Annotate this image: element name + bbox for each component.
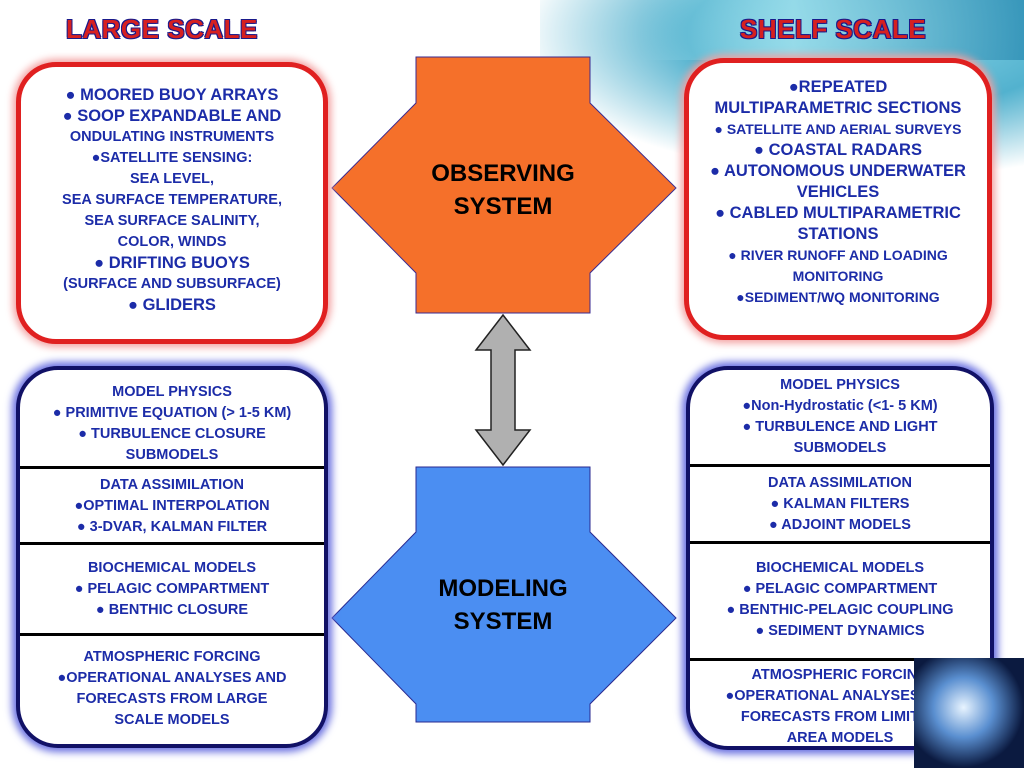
shelf-mod-physics-line: ● TURBULENCE AND LIGHT	[742, 419, 938, 435]
large-obs-item: ● DRIFTING BUOYS	[94, 254, 250, 272]
observing-label-line2: SYSTEM	[453, 193, 553, 220]
shelf-mod-atm-line: AREA MODELS	[786, 730, 894, 746]
large-scale-observing-box: ● MOORED BUOY ARRAYS ● SOOP EXPANDABLE A…	[16, 62, 328, 344]
shelf-data-assimilation: DATA ASSIMILATION ● KALMAN FILTERS ● ADJ…	[690, 473, 990, 536]
large-biochemical-models: BIOCHEMICAL MODELS ● PELAGIC COMPARTMENT…	[20, 558, 324, 621]
large-mod-assim-line: ●OPTIMAL INTERPOLATION	[74, 498, 270, 514]
modeling-label-line2: SYSTEM	[453, 608, 553, 635]
shelf-mod-assim-line: DATA ASSIMILATION	[768, 475, 912, 491]
corner-logo	[914, 658, 1024, 768]
shelf-mod-atm-line: ●OPERATIONAL ANALYSES AND	[725, 688, 955, 704]
shelf-obs-item: MONITORING	[792, 268, 884, 284]
shelf-mod-assim-line: ● ADJOINT MODELS	[769, 517, 911, 533]
large-obs-item: ONDULATING INSTRUMENTS	[69, 129, 275, 145]
observing-system-arrow	[331, 56, 677, 314]
shelf-obs-item: ● COASTAL RADARS	[754, 141, 922, 159]
large-obs-item: ● GLIDERS	[128, 296, 216, 314]
heading-shelf-scale: SHELF SCALE	[740, 14, 927, 44]
heading-large-scale: LARGE SCALE	[66, 14, 258, 44]
shelf-atmospheric-forcing: ATMOSPHERIC FORCING ●OPERATIONAL ANALYSE…	[690, 665, 990, 746]
shelf-scale-observing-box: ●REPEATED MULTIPARAMETRIC SECTIONS ● SAT…	[684, 58, 992, 340]
shelf-model-physics: MODEL PHYSICS ●Non-Hydrostatic (<1- 5 KM…	[690, 375, 990, 459]
large-obs-item: SEA LEVEL,	[129, 171, 215, 187]
large-mod-atm-line: SCALE MODELS	[114, 712, 230, 728]
section-divider	[20, 633, 324, 636]
large-mod-bio-line: ● PELAGIC COMPARTMENT	[74, 581, 270, 597]
shelf-mod-bio-line: BIOCHEMICAL MODELS	[755, 560, 925, 576]
large-obs-item: ● SOOP EXPANDABLE AND	[62, 107, 282, 125]
large-mod-physics-line: ● TURBULENCE CLOSURE	[78, 426, 266, 442]
ocean-wave-highlight	[640, 0, 1024, 60]
shelf-mod-physics-line: SUBMODELS	[793, 440, 887, 456]
large-mod-assim-line: ● 3-DVAR, KALMAN FILTER	[76, 519, 268, 535]
shelf-obs-item: STATIONS	[797, 225, 879, 243]
large-mod-atm-line: ●OPERATIONAL ANALYSES AND	[57, 670, 287, 686]
shelf-obs-item: ● AUTONOMOUS UNDERWATER	[710, 162, 966, 180]
large-mod-physics-line: ● PRIMITIVE EQUATION (> 1-5 KM)	[52, 405, 292, 421]
observing-modeling-link-arrow	[474, 313, 532, 467]
observing-system-label: OBSERVING SYSTEM	[416, 150, 590, 230]
shelf-mod-physics-line: MODEL PHYSICS	[780, 377, 900, 393]
modeling-system-label: MODELING SYSTEM	[416, 565, 590, 645]
large-mod-assim-line: DATA ASSIMILATION	[100, 477, 244, 493]
large-mod-bio-line: ● BENTHIC CLOSURE	[95, 602, 249, 618]
large-data-assimilation: DATA ASSIMILATION ●OPTIMAL INTERPOLATION…	[20, 475, 324, 538]
large-obs-item: SEA SURFACE TEMPERATURE,	[62, 192, 282, 208]
large-obs-item: COLOR, WINDS	[117, 234, 227, 250]
shelf-mod-bio-line: ● PELAGIC COMPARTMENT	[742, 581, 938, 597]
shelf-obs-item: ● CABLED MULTIPARAMETRIC	[715, 204, 961, 222]
shelf-obs-item: ●SEDIMENT/WQ MONITORING	[736, 289, 940, 305]
modeling-system-arrow	[331, 466, 677, 723]
observing-label-line1: OBSERVING	[431, 160, 575, 187]
large-obs-item: ●SATELLITE SENSING:	[91, 150, 253, 166]
section-divider	[690, 658, 990, 661]
shelf-obs-item: ● SATELLITE AND AERIAL SURVEYS	[714, 121, 962, 137]
large-mod-atm-line: ATMOSPHERIC FORCING	[83, 649, 261, 665]
shelf-mod-bio-line: ● SEDIMENT DYNAMICS	[755, 623, 925, 639]
large-mod-physics-line: SUBMODELS	[125, 447, 219, 463]
section-divider	[20, 466, 324, 469]
large-scale-modeling-box: MODEL PHYSICS ● PRIMITIVE EQUATION (> 1-…	[16, 366, 328, 748]
large-mod-physics-line: MODEL PHYSICS	[112, 384, 232, 400]
shelf-obs-item: VEHICLES	[796, 183, 880, 201]
large-mod-atm-line: FORECASTS FROM LARGE	[76, 691, 268, 707]
section-divider	[690, 541, 990, 544]
shelf-mod-atm-line: ATMOSPHERIC FORCING	[751, 667, 929, 683]
section-divider	[20, 542, 324, 545]
shelf-obs-item: ●REPEATED	[788, 78, 888, 96]
large-mod-bio-line: BIOCHEMICAL MODELS	[87, 560, 257, 576]
large-obs-item: (SURFACE AND SUBSURFACE)	[63, 276, 281, 292]
section-divider	[690, 464, 990, 467]
shelf-obs-item: ● RIVER RUNOFF AND LOADING	[728, 247, 948, 263]
large-atmospheric-forcing: ATMOSPHERIC FORCING ●OPERATIONAL ANALYSE…	[20, 647, 324, 731]
large-obs-item: ● MOORED BUOY ARRAYS	[65, 86, 279, 104]
shelf-mod-physics-line: ●Non-Hydrostatic (<1- 5 KM)	[742, 398, 938, 414]
shelf-obs-item: MULTIPARAMETRIC SECTIONS	[714, 99, 962, 117]
modeling-label-line1: MODELING	[438, 575, 568, 602]
shelf-mod-assim-line: ● KALMAN FILTERS	[770, 496, 910, 512]
large-model-physics: MODEL PHYSICS ● PRIMITIVE EQUATION (> 1-…	[20, 382, 324, 466]
shelf-biochemical-models: BIOCHEMICAL MODELS ● PELAGIC COMPARTMENT…	[690, 558, 990, 642]
large-obs-item: SEA SURFACE SALINITY,	[84, 213, 260, 229]
shelf-mod-atm-line: FORECASTS FROM LIMITED	[740, 709, 940, 725]
shelf-mod-bio-line: ● BENTHIC-PELAGIC COUPLING	[726, 602, 954, 618]
